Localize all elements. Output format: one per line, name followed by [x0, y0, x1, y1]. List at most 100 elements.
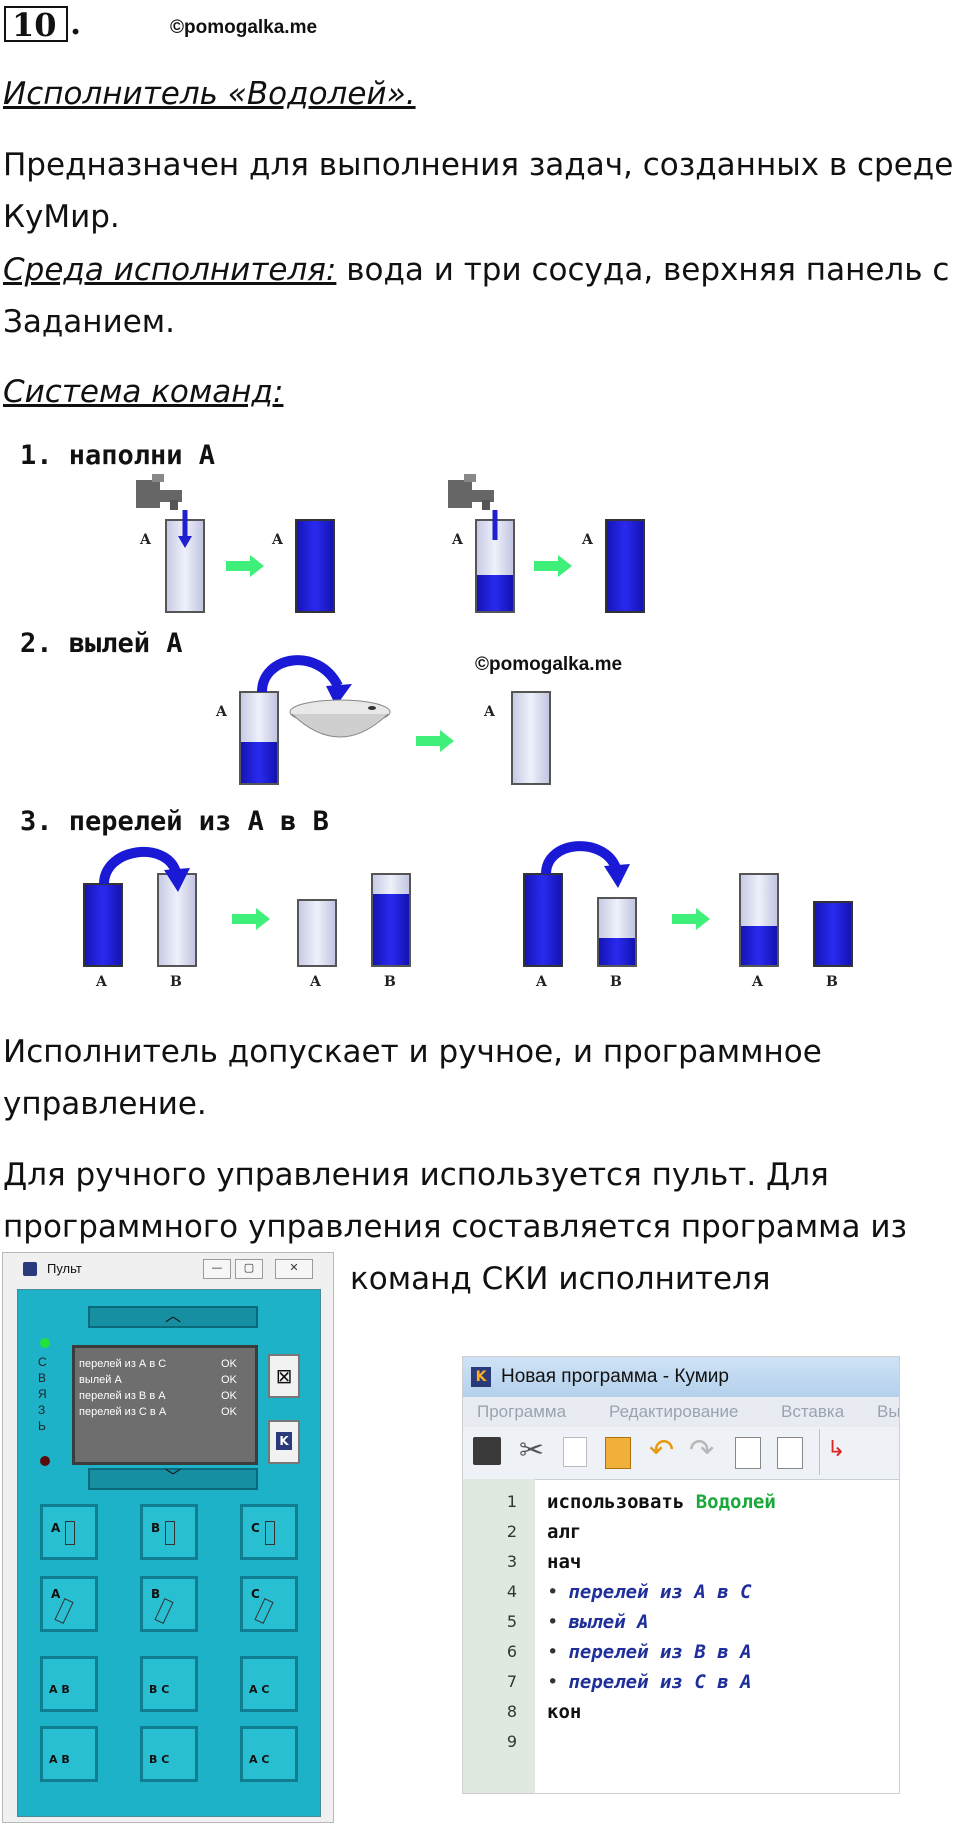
water-level — [741, 926, 777, 965]
close-icon[interactable]: ✕ — [275, 1259, 313, 1279]
kumir-menubar: Программа Редактирование Вставка Вы — [463, 1397, 899, 1427]
arrow-right-icon — [672, 908, 710, 930]
vessel-icon — [65, 1521, 75, 1545]
vessel-label: A — [451, 532, 464, 548]
env-text: вода и три сосуда, верхняя панель с — [336, 252, 950, 288]
vessel-empty — [297, 899, 337, 967]
vessel-full — [605, 519, 645, 613]
line-number: 5 — [506, 1612, 517, 1631]
task-number-dot: . — [70, 4, 82, 42]
menu-insert[interactable]: Вставка — [781, 1402, 845, 1421]
log-status: OK — [221, 1374, 237, 1386]
command-word: из — [659, 1641, 683, 1663]
keyword: использовать — [547, 1491, 685, 1513]
empty-b-button[interactable]: B — [140, 1576, 198, 1632]
arrow-head — [326, 684, 352, 706]
paragraph-line: Предназначен для выполнения задач, созда… — [3, 147, 954, 183]
copy-icon[interactable] — [563, 1437, 587, 1467]
command-word: перелей — [568, 1581, 649, 1603]
paragraph-line: Заданием. — [3, 304, 176, 340]
copy-to-kumir-button[interactable]: K — [268, 1420, 300, 1464]
pad-label: A — [51, 1587, 61, 1601]
link-label: СВЯЗЬ — [38, 1355, 47, 1433]
vessel-label: A — [215, 704, 228, 720]
paragraph-line: программного управления составляется про… — [3, 1209, 907, 1245]
pour-b-to-a-button[interactable]: A B — [40, 1726, 98, 1782]
undo-icon[interactable]: ↶ — [649, 1433, 675, 1468]
pour-c-to-b-button[interactable]: B C — [140, 1726, 198, 1782]
watermark: ©pomogalka.me — [170, 17, 318, 38]
paragraph-line: управление. — [3, 1086, 207, 1122]
clear-button[interactable]: ⊠ — [268, 1354, 300, 1398]
line-number: 6 — [506, 1642, 517, 1661]
line-number: 1 — [506, 1492, 517, 1511]
line-number: 2 — [506, 1522, 517, 1541]
line-number: 7 — [506, 1672, 517, 1691]
fill-a-button[interactable]: A — [40, 1504, 98, 1560]
pour-b-to-c-button[interactable]: B C — [140, 1656, 198, 1712]
vessel-label: B — [170, 974, 182, 990]
command-word: перелей — [568, 1641, 649, 1663]
empty-c-button[interactable]: C — [240, 1576, 298, 1632]
task-number-box: 10 — [4, 6, 68, 42]
kumir-toolbar: ✂ ↶ ↷ ↳ — [463, 1427, 899, 1480]
maximize-icon[interactable]: ▢ — [235, 1259, 263, 1279]
pour-a-to-c-button[interactable]: A C — [240, 1656, 298, 1712]
save-icon[interactable] — [473, 1437, 501, 1465]
vessel-label: B — [384, 974, 396, 990]
menu-edit[interactable]: Редактирование — [609, 1402, 739, 1421]
kumir-title: Новая программа - Кумир — [501, 1366, 729, 1387]
pour-a-to-b-button[interactable]: A B — [40, 1656, 98, 1712]
command-word: в — [717, 1581, 729, 1603]
water-level — [373, 894, 409, 965]
scroll-down-button[interactable]: ﹀ — [88, 1468, 258, 1490]
log-row: вылей А OK — [79, 1372, 255, 1388]
vessel-empty — [157, 873, 197, 967]
fill-c-button[interactable]: C — [240, 1504, 298, 1560]
arrow-down — [178, 536, 192, 548]
fill-b-button[interactable]: B — [140, 1504, 198, 1560]
menu-run[interactable]: Вы — [877, 1402, 900, 1421]
cut-icon[interactable]: ✂ — [519, 1433, 545, 1468]
paragraph-line: Для ручного управления используется пуль… — [3, 1157, 829, 1193]
unindent-icon[interactable] — [777, 1437, 803, 1469]
arrow-head — [164, 868, 190, 892]
minimize-icon[interactable]: — — [203, 1259, 231, 1279]
indent-dot: • — [547, 1641, 559, 1663]
line-number: 8 — [506, 1702, 517, 1721]
indent-icon[interactable] — [735, 1437, 761, 1469]
module-name: Водолей — [695, 1491, 776, 1513]
paragraph-line: Исполнитель допускает и ручное, и програ… — [3, 1034, 822, 1070]
paragraph-line: команд СКИ исполнителя — [350, 1261, 771, 1297]
water-level — [477, 575, 513, 611]
pad-label: A B — [49, 1753, 70, 1766]
scroll-up-button[interactable]: ︿ — [88, 1306, 258, 1328]
heading: Исполнитель «Водолей». — [3, 76, 416, 112]
indent-dot: • — [547, 1671, 559, 1693]
empty-a-button[interactable]: A — [40, 1576, 98, 1632]
commands-illustration: A A A A A A A B A B — [83, 474, 853, 990]
menu-program[interactable]: Программа — [477, 1402, 567, 1421]
faucet-icon — [448, 474, 494, 510]
watermark: ©pomogalka.me — [475, 654, 623, 675]
command-arg: А — [740, 1671, 752, 1693]
pad-label: A C — [249, 1683, 270, 1696]
vessel-icon — [54, 1598, 74, 1624]
log-command: вылей А — [79, 1374, 122, 1386]
vessel-icon — [165, 1521, 175, 1545]
vessel-label: A — [581, 532, 594, 548]
vessel-full — [295, 519, 335, 613]
run-icon[interactable]: ↳ — [827, 1437, 846, 1462]
paste-icon[interactable] — [605, 1437, 631, 1469]
env-label: Среда исполнителя: — [3, 252, 337, 288]
pour-c-to-a-button[interactable]: A C — [240, 1726, 298, 1782]
vessel-full — [83, 883, 123, 967]
redo-icon[interactable]: ↷ — [689, 1433, 715, 1468]
line-number-gutter — [463, 1479, 535, 1793]
arrow-right-icon — [534, 555, 572, 577]
